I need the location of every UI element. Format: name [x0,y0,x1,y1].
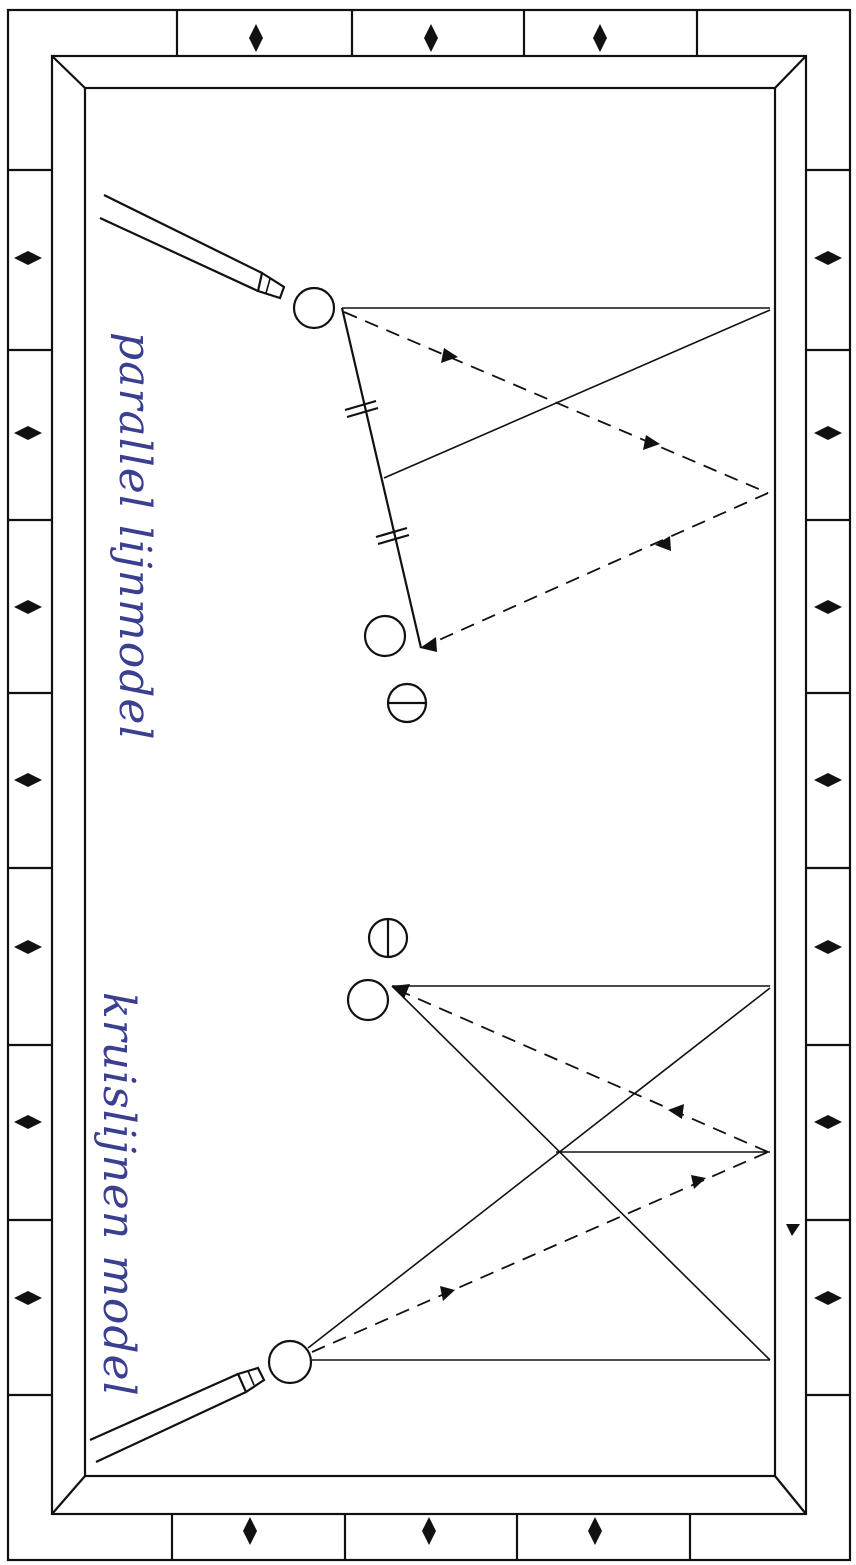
diamond-marker [422,1517,436,1545]
cue-ball [292,286,336,330]
cross-line [391,985,771,1361]
table-frame [6,8,852,1562]
arrowhead-icon [440,1286,455,1301]
playing-surface [83,86,777,1478]
diamond-marker [14,600,42,614]
arrowhead-icon [441,348,458,363]
rail-dividers [8,10,850,1560]
diamond-marker [14,940,42,954]
ball-path-dashed [429,492,769,645]
diamond-marker [814,600,842,614]
half-ball-marker-icon [367,917,409,959]
arrowhead-icon [655,536,671,551]
ball-path-dashed [343,311,769,494]
object-ball [363,614,407,658]
cue-ball [267,1339,313,1385]
diamond-marker [814,426,842,440]
cross-line [307,987,771,1349]
arrowhead-icon [786,1224,800,1236]
diamond-marker [14,773,42,787]
parallel-line [383,309,771,479]
diamond-marker [814,1115,842,1129]
diamond-marker [814,251,842,265]
arrowhead-icon [643,435,660,450]
parallel-model-label: parallel lijnmodel [109,332,160,741]
diamond-marker [14,1115,42,1129]
cue-stick-icon [89,1366,266,1463]
equal-tick-mark [346,406,379,419]
equal-tick-mark [377,533,410,546]
ball-path-dashed [397,989,769,1153]
rail-diamonds [14,24,842,1545]
diamond-marker [14,1291,42,1305]
outer-frame [6,8,852,1562]
parallel-model-diagram: parallel lijnmodel [99,194,771,741]
diamond-marker [243,1517,257,1545]
arrowhead-icon [668,1104,684,1119]
diamond-marker [249,24,263,52]
diamond-marker [424,24,438,52]
cushion-outer [50,54,808,1516]
diamond-marker [593,24,607,52]
cross-model-label: kruislijnen model [93,992,144,1397]
corner-bevel-br [774,1475,807,1515]
diamond-marker [588,1517,602,1545]
diamond-marker [14,426,42,440]
object-ball [346,978,390,1022]
equal-tick-mark [375,526,408,539]
diamond-marker [814,1291,842,1305]
cross-model-diagram: kruislijnen model [89,917,800,1463]
diamond-marker [814,940,842,954]
arrowhead-icon [420,637,437,652]
equal-tick-mark [344,399,377,412]
diamond-marker [14,251,42,265]
diamond-marker [814,773,842,787]
corner-bevel-tl [51,55,86,89]
ball-path-dashed [311,1151,769,1353]
arrowhead-icon [691,1175,706,1189]
cue-stick-icon [99,194,286,300]
half-ball-marker-icon [386,682,428,724]
construction-line [340,307,423,649]
arrowhead-icon [393,984,410,999]
corner-bevel-bl [51,1475,86,1515]
corner-bevel-tr [774,55,807,89]
